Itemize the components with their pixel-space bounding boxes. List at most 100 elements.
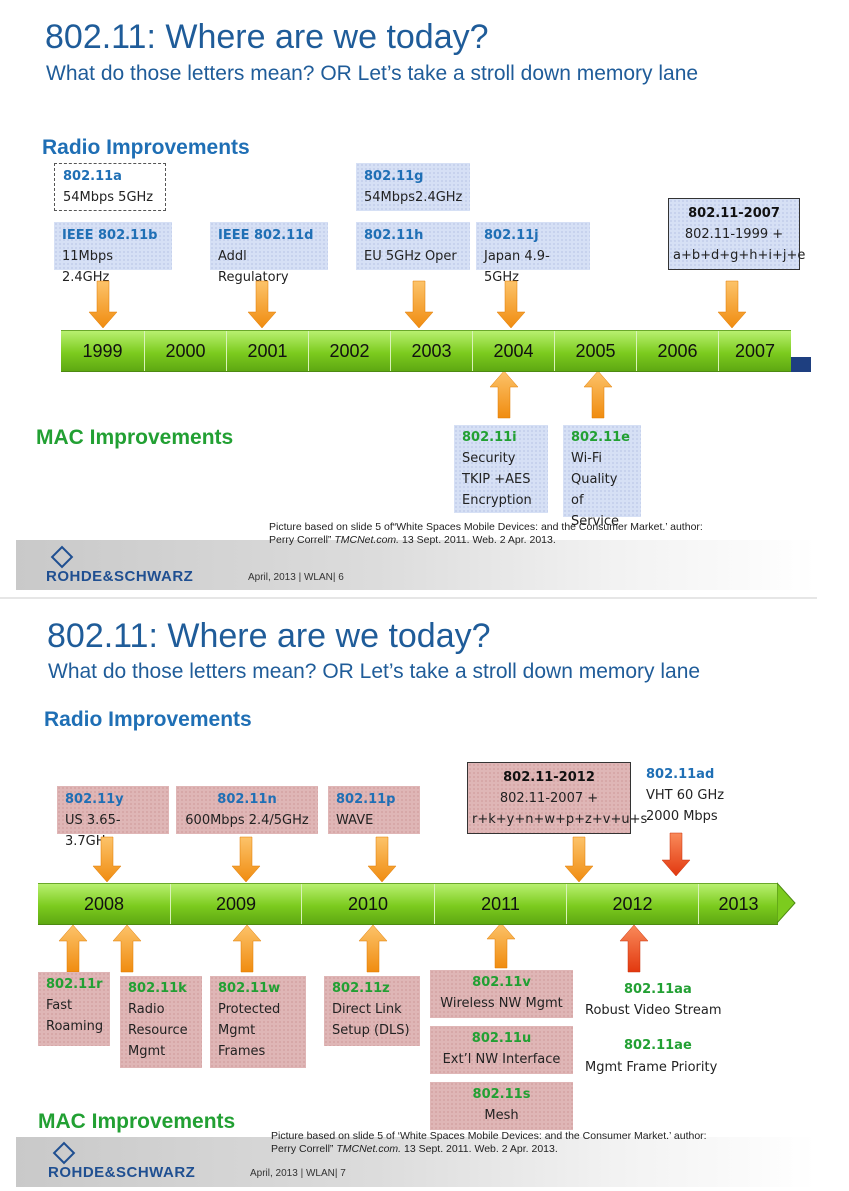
footer-band <box>16 1137 816 1187</box>
box-802-11d: IEEE 802.11d Addl Regulatory <box>210 222 328 285</box>
mac-improvements-heading: MAC Improvements <box>38 1110 236 1133</box>
down-arrow-icon <box>88 280 118 329</box>
box-desc: Japan 4.9-5GHz <box>484 249 550 285</box>
box-desc: US 3.65-3.7GHz <box>65 813 121 849</box>
box-desc: Mesh <box>484 1108 519 1123</box>
up-arrow-icon <box>489 370 519 419</box>
credit-line2: Perry Correll” TMCNet.com. 13 Sept. 2011… <box>271 1143 811 1156</box>
year-1999: 1999 <box>61 331 145 371</box>
box-code: 802.11h <box>364 228 424 243</box>
up-arrow-icon <box>358 924 388 973</box>
box-code: 802.11i <box>462 430 517 445</box>
box-802-11-2007: 802.11-2007 802.11-1999 + a+b+d+g+h+i+j+… <box>668 198 805 270</box>
year-2010: 2010 <box>302 884 435 924</box>
credit-date: 13 Sept. 2011. Web. 2 Apr. 2013. <box>401 1143 558 1155</box>
credit-line1: Picture based on slide 5 of ‘White Space… <box>271 1130 707 1142</box>
box-802-11v: 802.11v Wireless NW Mgmt <box>430 970 573 1018</box>
box-desc: Security <box>462 451 516 466</box>
year-2002: 2002 <box>309 331 391 371</box>
radio-improvements-heading: Radio Improvements <box>44 708 252 731</box>
box-802-11a: 802.11a 54Mbps 5GHz <box>54 163 166 211</box>
box-802-11b: IEEE 802.11b 11Mbps 2.4GHz <box>54 222 172 285</box>
slide-subtitle: What do those letters mean? OR Let’s tak… <box>48 660 701 683</box>
down-arrow-icon <box>247 280 277 329</box>
box-code: 802.11n <box>217 792 277 807</box>
box-code: 802.11e <box>571 430 630 445</box>
company-logo: ROHDE&SCHWARZ <box>46 568 194 585</box>
label-802-11aa: 802.11aa <box>624 982 692 997</box>
box-802-11n: 802.11n 600Mbps 2.4/5GHz <box>176 786 318 834</box>
box-code: 802.11j <box>484 228 539 243</box>
down-arrow-icon <box>88 280 747 329</box>
down-arrow-icon <box>404 280 434 329</box>
box-code: 802.11u <box>471 1031 532 1046</box>
box-desc: Fast <box>46 998 73 1013</box>
mac-improvements-heading: MAC Improvements <box>36 426 234 449</box>
year-2006: 2006 <box>637 331 719 371</box>
footer-page-info: April, 2013 | WLAN| 7 <box>250 1168 346 1179</box>
box-code: 802.11g <box>364 169 424 184</box>
credit-source: TMCNet.com. <box>334 534 400 546</box>
down-arrow-icon <box>496 280 526 329</box>
box-desc: 11Mbps 2.4GHz <box>62 249 114 285</box>
box-code: IEEE 802.11d <box>218 228 314 243</box>
box-802-11w: 802.11w Protected Mgmt Frames <box>210 976 306 1068</box>
box-802-11ad: 802.11ad VHT 60 GHz 2000 Mbps <box>638 762 748 832</box>
up-arrow-icon <box>619 924 649 973</box>
box-desc: Frames <box>218 1044 266 1059</box>
timeline-arrow-tip-icon <box>777 882 796 924</box>
box-code: 802.11-2012 <box>503 770 595 785</box>
box-code: 802.11y <box>65 792 124 807</box>
credit-author: Perry Correll” <box>269 534 335 546</box>
box-code: 802.11ad <box>646 767 715 782</box>
timeline-bar: 2008 2009 2010 2011 2012 2013 <box>38 883 778 925</box>
year-2007: 2007 <box>734 341 776 361</box>
box-desc: TKIP +AES <box>462 472 531 487</box>
box-desc: 54Mbps 5GHz <box>63 190 154 205</box>
box-desc: Resource <box>128 1023 188 1038</box>
box-802-11y: 802.11y US 3.65-3.7GHz <box>57 786 169 849</box>
slide-7: 802.11: Where are we today? What do thos… <box>0 600 817 1191</box>
down-arrow-icon <box>717 280 747 329</box>
slide-title: 802.11: Where are we today? <box>47 617 491 655</box>
box-code: 802.11a <box>63 169 122 184</box>
up-arrow-icon <box>489 370 613 419</box>
box-desc: Radio <box>128 1002 165 1017</box>
box-802-11g: 802.11g 54Mbps2.4GHz <box>356 163 470 211</box>
slide-title: 802.11: Where are we today? <box>45 18 489 56</box>
box-desc: Mgmt <box>128 1044 166 1059</box>
picture-credit: Picture based on slide 5 of“White Spaces… <box>269 521 809 547</box>
box-desc: Quality of <box>571 472 618 508</box>
year-2001: 2001 <box>227 331 309 371</box>
year-2011: 2011 <box>435 884 567 924</box>
box-line1: 802.11-1999 + <box>684 227 784 242</box>
up-arrow-icon <box>232 924 262 973</box>
box-desc: Encryption <box>462 493 532 508</box>
credit-source: TMCNet.com. <box>336 1143 402 1155</box>
credit-line2: Perry Correll” TMCNet.com. 13 Sept. 2011… <box>269 534 809 547</box>
box-802-11j: 802.11j Japan 4.9-5GHz <box>476 222 590 285</box>
box-desc: Roaming <box>46 1019 104 1034</box>
desc-802-11ae: Mgmt Frame Priority <box>585 1060 718 1075</box>
box-desc: Wi-Fi <box>571 451 603 466</box>
footer-band <box>16 540 816 590</box>
box-desc: Wireless NW Mgmt <box>440 996 563 1011</box>
down-arrow-icon <box>564 836 594 883</box>
box-desc: 600Mbps 2.4/5GHz <box>185 813 309 828</box>
box-desc: Addl Regulatory <box>218 249 289 285</box>
up-arrow-icon <box>112 924 142 973</box>
box-desc: Direct Link <box>332 1002 402 1017</box>
box-802-11-2012: 802.11-2012 802.11-2007 + r+k+y+n+w+p+z+… <box>467 762 647 834</box>
box-code: 802.11w <box>218 981 281 996</box>
radio-improvements-heading: Radio Improvements <box>42 136 250 159</box>
year-2013: 2013 <box>718 894 759 914</box>
up-arrow-icon <box>583 370 613 419</box>
box-802-11u: 802.11u Ext’l NW Interface <box>430 1026 573 1074</box>
box-802-11i: 802.11i Security TKIP +AES Encryption <box>454 425 548 513</box>
box-code: 802.11s <box>472 1087 531 1102</box>
year-2004: 2004 <box>473 331 555 371</box>
box-code: 802.11p <box>336 792 396 807</box>
year-2008: 2008 <box>38 884 171 924</box>
year-2000: 2000 <box>145 331 227 371</box>
up-arrow-icon <box>58 924 88 973</box>
